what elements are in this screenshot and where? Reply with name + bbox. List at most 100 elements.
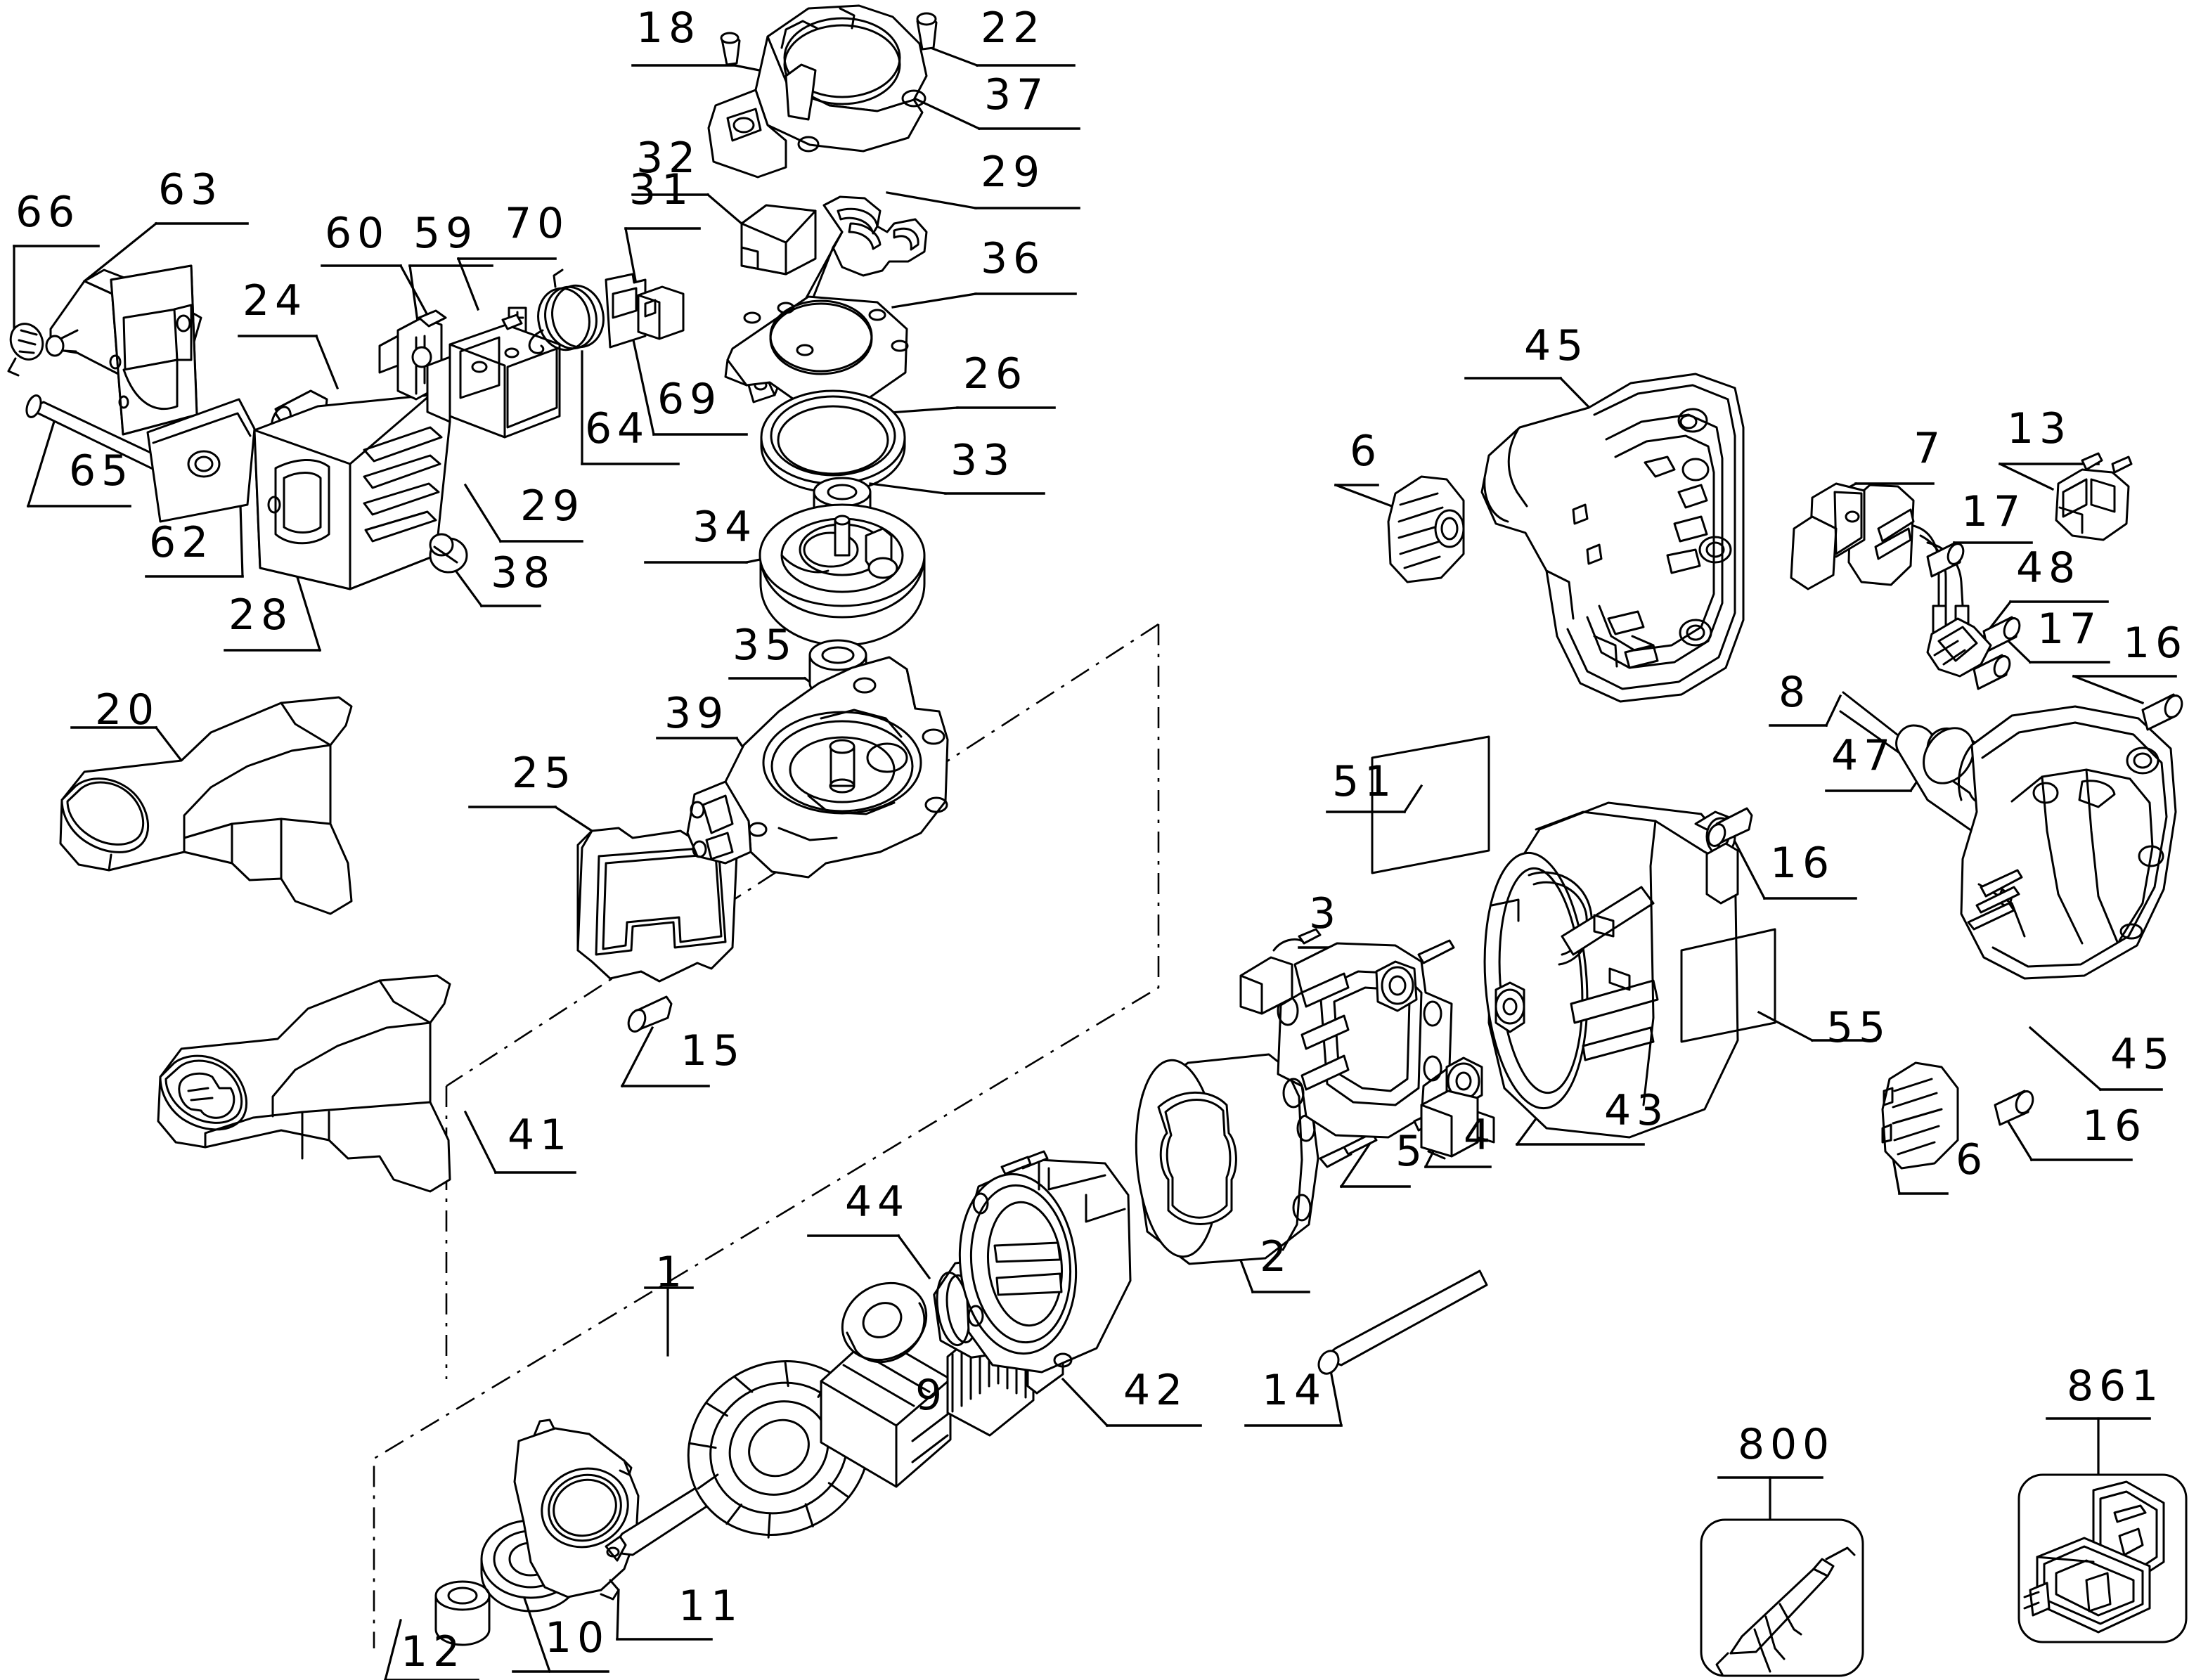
part-800-accessory-box	[1700, 1518, 1864, 1677]
callout-14: 14	[1262, 1366, 1326, 1415]
part-41-boot-cover	[157, 974, 451, 1193]
part-12-bushing-sleeve	[434, 1580, 491, 1646]
part-69-insulator-sheet	[605, 273, 647, 349]
callout-17b: 17	[2037, 605, 2102, 654]
part-64-coil-spring	[528, 269, 605, 354]
part-6-vent-grille-left	[1387, 475, 1465, 583]
callout-45a: 45	[1524, 321, 1589, 370]
part-42-fan-baffle	[958, 1150, 1132, 1374]
callout-38: 38	[491, 548, 555, 597]
callout-69: 69	[657, 375, 722, 424]
callout-47: 47	[1831, 731, 1896, 780]
part-39-gearcase	[686, 656, 949, 879]
callout-35: 35	[732, 621, 797, 670]
part-22-screw-small	[916, 12, 938, 51]
part-32-terminal-cap	[740, 204, 817, 276]
part-4-carbon-brush	[1420, 1090, 1495, 1160]
part-25-gasket	[576, 827, 738, 983]
callout-20: 20	[95, 685, 160, 735]
part-29-trigger-lever	[747, 195, 928, 403]
callout-16a: 16	[2123, 619, 2188, 668]
callout-59: 59	[413, 209, 478, 258]
part-13-terminal-block	[2055, 452, 2133, 541]
callout-800: 800	[1738, 1420, 1835, 1469]
part-1-armature-assembly	[605, 1317, 1064, 1562]
part-16-screw-b	[1707, 807, 1753, 847]
part-20-shoe-boot-cover	[59, 696, 353, 915]
callout-2: 2	[1260, 1232, 1292, 1281]
part-45-handle-half-right	[1958, 705, 2177, 980]
part-37-gear-cover	[707, 4, 928, 179]
callout-51: 51	[1332, 757, 1397, 806]
callout-22: 22	[981, 4, 1045, 53]
part-66-torsion-spring	[7, 323, 44, 377]
callout-5: 5	[1395, 1127, 1428, 1176]
part-14-tie-rod	[1317, 1269, 1488, 1375]
callout-4: 4	[1464, 1111, 1496, 1160]
callout-18: 18	[636, 4, 701, 53]
callout-36: 36	[981, 234, 1045, 283]
callout-41: 41	[508, 1111, 572, 1160]
part-31-insulator-plate	[637, 285, 685, 340]
callout-60: 60	[325, 209, 389, 258]
part-18-screw-small	[720, 32, 741, 66]
callout-861: 861	[2067, 1362, 2164, 1411]
callout-10: 10	[545, 1613, 609, 1662]
callout-6a: 6	[1350, 427, 1382, 476]
part-17-screw-a	[1926, 541, 1965, 578]
callout-6b: 6	[1956, 1135, 1988, 1184]
part-861-carrying-case	[2017, 1473, 2188, 1643]
callout-26: 26	[963, 349, 1028, 399]
callout-12: 12	[401, 1627, 465, 1676]
callout-1: 1	[655, 1248, 687, 1297]
callout-43: 43	[1604, 1086, 1669, 1135]
callout-62: 62	[149, 518, 214, 567]
part-45-handle-half-left	[1480, 373, 1745, 703]
part-38-pin	[429, 533, 468, 574]
part-34-wobble-plate-drive	[758, 503, 926, 647]
callout-16b: 16	[1770, 839, 1835, 888]
part-48-cord-clamp	[1926, 617, 1992, 678]
callout-15: 15	[680, 1026, 745, 1075]
part-16-screw-c	[1994, 1090, 2034, 1126]
part-62-shoe-bracket	[109, 264, 256, 523]
callout-17a: 17	[1961, 487, 2026, 536]
callout-66: 66	[15, 188, 80, 237]
callout-63: 63	[158, 165, 223, 214]
part-59-ball-detent	[411, 346, 432, 368]
callout-16c: 16	[2082, 1101, 2147, 1151]
part-26-seal-ring	[760, 389, 906, 493]
callout-11: 11	[678, 1582, 743, 1631]
part-3-brush-holder-bushing	[1375, 960, 1418, 1012]
callout-9: 9	[915, 1371, 948, 1420]
callout-32: 32	[636, 134, 701, 183]
callout-8: 8	[1778, 668, 1811, 717]
part-9-washer	[841, 1281, 928, 1364]
callout-24: 24	[243, 276, 307, 325]
callout-3: 3	[1309, 889, 1341, 938]
callout-34: 34	[692, 503, 757, 552]
callout-7: 7	[1913, 424, 1946, 473]
callout-25: 25	[512, 749, 576, 798]
part-2-field-stator	[1135, 1053, 1378, 1265]
callout-65: 65	[69, 446, 134, 496]
part-17-screw-c	[1973, 654, 2011, 690]
callout-42: 42	[1123, 1366, 1188, 1415]
callout-44: 44	[845, 1177, 910, 1227]
callout-48: 48	[2016, 543, 2081, 593]
callout-29a: 29	[981, 148, 1045, 197]
callout-31: 31	[629, 165, 694, 214]
part-29-switch-module	[426, 314, 561, 439]
callout-29b: 29	[520, 482, 585, 531]
part-16-screw-a	[2141, 693, 2183, 731]
callout-28: 28	[228, 590, 293, 640]
callout-39: 39	[664, 689, 729, 738]
callout-33: 33	[950, 436, 1015, 485]
part-15-screw	[627, 995, 673, 1033]
part-6-vent-grille-right	[1881, 1061, 1959, 1170]
callout-37: 37	[984, 70, 1049, 119]
callout-64: 64	[585, 404, 650, 453]
callout-55: 55	[1826, 1003, 1891, 1052]
